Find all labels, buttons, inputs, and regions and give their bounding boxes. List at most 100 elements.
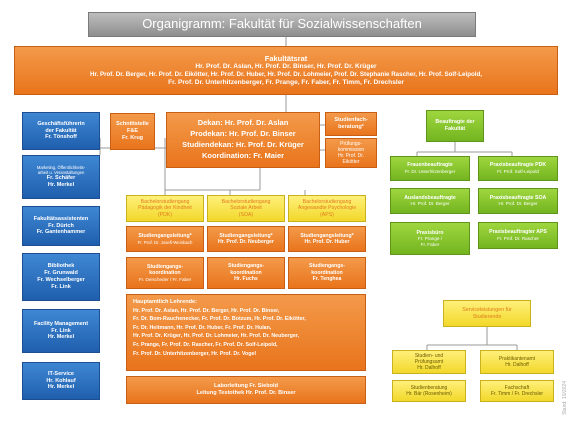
box-line: Praktikantenamt <box>498 355 536 362</box>
box-line: Frauenbeauftragte <box>407 162 453 169</box>
praktikantenamt-box: Praktikantenamt Hr. Dalhoff <box>480 350 554 374</box>
box-line: Praxisbeauftragter APS <box>489 229 547 236</box>
box-line: Studienberatung <box>410 384 448 391</box>
box-line: Fr. Link <box>51 327 71 334</box>
box-line: Leitung Testothek Hr. Prof. Dr. Binser <box>196 390 296 396</box>
praxisbeauftragte-soa-box: Praxisbeauftragte SOA Hr. Prof. Dr. Berg… <box>478 188 558 214</box>
box-line: Fr. Prange / <box>417 236 442 242</box>
box-line: Fr. Link <box>51 283 71 290</box>
praxisbeauftragter-aps-box: Praxisbeauftragter APS Fr. Prof. Dr. Ras… <box>478 222 558 249</box>
box-line: Marketing, Öffentlichkeits- <box>36 164 86 170</box>
box-line: Fakultätsassistenten <box>33 215 89 222</box>
box-line: Studiengangs- <box>146 263 184 270</box>
box-line: Bachelorstudiengang <box>221 198 271 205</box>
box-line: Studiengangsleitung* <box>300 232 354 239</box>
box-line: Studien- und <box>414 352 444 359</box>
studienberatung-box: Studienberatung Hr. Bär (Rosenheim) <box>392 380 466 402</box>
geschaeftsfuehrung-box: Geschäftsführerin der Fakultät Fr. Tönsh… <box>22 112 100 150</box>
lehrende-box: Hauptamtlich Lehrende: Hr. Prof. Dr. Asl… <box>126 294 366 371</box>
praxisbeauftragte-pdk-box: Praxisbeauftragte PDK Fr. Prof. Solf-Lei… <box>478 156 558 181</box>
box-line: Studiendekan: Hr. Prof. Dr. Krüger <box>182 140 304 149</box>
lehrende-line: Fr. Dr. Heitmann, Hr. Prof. Dr. Huber, F… <box>133 324 272 331</box>
box-line: Studiengangs- <box>308 263 346 270</box>
box-line: Bibliothek <box>47 263 75 270</box>
box-line: Hr. Fuchs <box>234 276 258 283</box>
box-line: koordination <box>311 269 343 276</box>
lehrende-line: Hr. Prof. Dr. Krüger, Hr. Prof. Dr. Lohm… <box>133 333 300 340</box>
koordination-soa-box: Studiengangs- koordination Hr. Fuchs <box>207 257 285 289</box>
box-line: F&E <box>127 128 138 135</box>
page-title: Organigramm: Fakultät für Sozialwissensc… <box>88 12 476 37</box>
box-line: Koordination: Fr. Maier <box>201 150 285 160</box>
box-line: Laborleitung Fr. Siebold <box>213 383 279 390</box>
praxisbuero-box: Praxisbüro Fr. Prange / Fr. Faber <box>390 222 470 255</box>
box-line: Fr. Tenghea <box>312 276 342 283</box>
serviceleistungen-header-box: Serviceleistungen für Studierende <box>443 300 531 327</box>
box-line: Fachschaft <box>504 384 530 391</box>
box-line: Hr. Prof. Dr. Berger <box>498 201 538 207</box>
box-line: beratung* <box>338 124 364 130</box>
box-line: Beauftragte der <box>435 119 475 126</box>
studiengang-aps-box: Bachelorstudiengang Angewandte Psycholog… <box>288 195 366 222</box>
bibliothek-box: Bibliothek Fr. Grunwald Fr. Wechselberge… <box>22 253 100 301</box>
lehrende-line: Fr. Prange, Fr. Prof. Dr. Rascher, Fr. P… <box>133 341 278 348</box>
box-line: Hr. Prof. Dr. Neuberger <box>218 239 274 245</box>
box-line: Schnittstelle <box>116 121 149 128</box>
studiengangsleitung-aps-box: Studiengangsleitung* Hr. Prof. Dr. Huber <box>288 226 366 252</box>
koordination-pdk-box: Studiengangs- koordination Fr. Deischede… <box>126 257 204 289</box>
box-line: Hr. Prof. Dr. Huber <box>304 239 350 245</box>
box-line: Fr. Schäfer <box>46 175 76 182</box>
box-line: Hr. Dalhoff <box>505 362 529 368</box>
box-line: Fr. Krug <box>121 134 144 141</box>
box-line: Fr. Gantenhammer <box>36 229 86 236</box>
box-line: Praxisbeauftragte PDK <box>489 162 547 169</box>
box-line: Hr. Merkel <box>47 334 75 341</box>
frauenbeauftragte-box: Frauenbeauftragte Fr. Dr. Unterhitzenber… <box>390 156 470 181</box>
box-line: (APS) <box>320 211 334 218</box>
box-line: koordination <box>230 269 262 276</box>
box-line: Hr. Prof. Dr. <box>337 153 365 159</box>
box-line: Fr. Timm / Fr. Drechsler <box>490 391 544 397</box>
box-line: Fr. Tönshoff <box>45 134 77 141</box>
box-line: Fr. Prof. Dr. Rascher <box>497 235 539 241</box>
box-line: Studienfach- <box>334 117 368 124</box>
lehrende-line: Fr. Prof. Dr. Unterhitzenberger, Hr. Pro… <box>133 350 256 357</box>
lehrende-line: Hr. Prof. Dr. Aslan, Hr. Prof. Dr. Berge… <box>133 307 280 314</box>
fakultaetsrat-heading: Fakultätsrat <box>264 53 308 63</box>
box-line: Hr. Prof. Dr. Berger <box>410 201 450 207</box>
box-line: Geschäftsführerin <box>37 120 85 127</box>
box-line: Angewandte Psychologie <box>297 205 357 212</box>
box-line: Serviceleistungen für <box>462 306 512 313</box>
studiengang-pdk-box: Bachelorstudiengang Pädagogik der Kindhe… <box>126 195 204 222</box>
box-line: koordination <box>149 270 181 277</box>
box-line: Fr. Prof. Dr. Josefi-Weinbach <box>137 239 193 245</box>
schnittstelle-box: Schnittstelle F&E Fr. Krug <box>110 113 155 150</box>
box-line: Hr. Dalhoff <box>417 365 441 372</box>
lehrende-heading: Hauptamtlich Lehrende: <box>133 299 198 305</box>
box-line: (PDK) <box>157 211 173 218</box>
pruefungsamt-box: Studien- und Prüfungsamt Hr. Dalhoff <box>392 350 466 374</box>
box-line: Praxisbüro <box>416 229 444 236</box>
box-line: Fr. Prof. Solf-Leipold <box>497 168 539 174</box>
studienfachberatung-box: Studienfach- beratung* <box>325 112 377 136</box>
box-line: Hr. Bär (Rosenheim) <box>406 391 452 397</box>
box-line: Studierende <box>472 313 502 320</box>
auslandsbeauftragte-box: Auslandsbeauftragte Hr. Prof. Dr. Berger <box>390 188 470 214</box>
box-line: Hr. Merkel <box>47 384 75 391</box>
box-line: Studiengangsleitung* <box>219 232 273 239</box>
box-line: Bachelorstudiengang <box>302 198 352 205</box>
box-line: Prodekan: Hr. Prof. Dr. Binser <box>190 129 296 139</box>
box-line: der Fakultät <box>45 127 77 134</box>
fachschaft-box: Fachschaft Fr. Timm / Fr. Drechsler <box>480 380 554 402</box>
box-line: Pädagogik der Kindheit <box>138 205 192 212</box>
lehrende-line: Fr. Dr. Bom-Rauchenecker, Fr. Prof. Dr. … <box>133 316 306 323</box>
box-line: Fr. Dr. Unterhitzenberger <box>404 168 456 174</box>
box-line: Auslandsbeauftragte <box>404 194 456 201</box>
box-line: Eikötter <box>342 159 360 166</box>
box-line: Facility Management <box>33 320 89 327</box>
pruefungskommission-box: Prüfungs- kommission Hr. Prof. Dr. Eiköt… <box>325 138 377 168</box>
fakultaetsrat-box: Fakultätsrat Hr. Prof. Dr. Aslan, Hr. Pr… <box>14 46 558 95</box>
stand-label: Stand: 10/2024 <box>562 381 568 415</box>
box-line: Fr. Dürich <box>48 222 74 229</box>
laborleitung-box: Laborleitung Fr. Siebold Leitung Testoth… <box>126 376 366 404</box>
